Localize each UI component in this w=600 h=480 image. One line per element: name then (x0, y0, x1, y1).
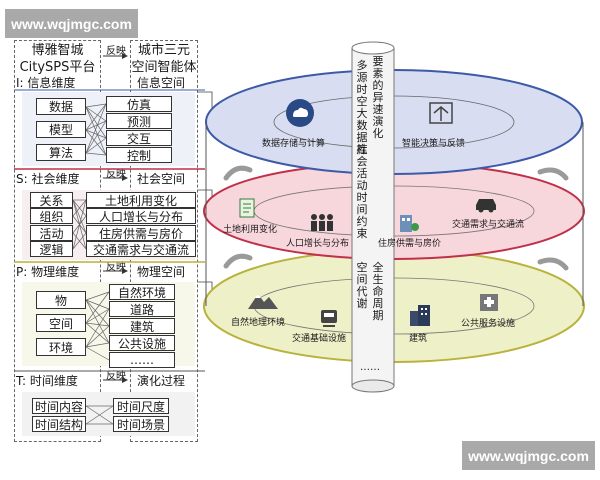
watermark-top: www.wqjmgc.com (5, 9, 138, 38)
time-left-item: 时间结构 (32, 416, 86, 432)
physical-right-item: 公共设施 (109, 335, 175, 351)
info-right-item: 仿真 (106, 96, 172, 112)
col1-title-line2: CitySPS平台 (19, 60, 96, 75)
info-left-item: 算法 (36, 144, 86, 161)
physical-right-item: …… (109, 352, 175, 368)
reflect-label-social: 反映 (106, 169, 126, 180)
social-space-label: 社会空间 (137, 172, 186, 186)
social-left-item: 组织 (30, 208, 73, 224)
housing-price-icon (400, 215, 419, 232)
watermark-bottom: www.wqjmgc.com (462, 441, 595, 470)
pillar-text-lifecycle: 全生命周期 (372, 261, 384, 322)
physical-right-item: 道路 (109, 301, 175, 317)
pillar-ellipsis: …… (360, 362, 380, 373)
physical-dimension-label: P: 物理维度 (16, 265, 80, 279)
physical-layer-label: 建筑 (409, 334, 428, 344)
pillar-text-async-evolution: 要素的异速演化 (372, 55, 384, 140)
col2-title-line1: 城市三元 (137, 43, 190, 58)
physical-left-item: 环境 (36, 338, 86, 356)
physical-left-item: 物 (36, 291, 86, 309)
land-document-icon (239, 198, 255, 218)
time-left-item: 时间内容 (32, 398, 86, 414)
social-right-item: 住房供需与房价 (86, 225, 196, 241)
reflect-label-time: 反映 (106, 371, 126, 382)
info-layer-label: 智能决策与反馈 (402, 139, 466, 149)
physical-layer-label: 自然地理环境 (231, 318, 286, 328)
time-right-item: 时间场景 (113, 416, 169, 432)
physical-layer-label: 公共服务设施 (461, 319, 516, 329)
public-hospital-icon (480, 294, 498, 311)
evolution-process-label: 演化过程 (137, 374, 186, 388)
info-left-item: 模型 (36, 121, 86, 138)
info-right-item: 控制 (106, 147, 172, 163)
reflect-label-physical: 反映 (106, 262, 126, 273)
info-layer-label: 数据存储与计算 (262, 139, 326, 149)
car-icon (476, 199, 496, 213)
info-right-item: 预测 (106, 113, 172, 129)
population-icon (311, 214, 333, 231)
social-right-item: 人口增长与分布 (86, 208, 196, 224)
physical-layer-label: 交通基础设施 (292, 334, 347, 344)
building-icon (410, 305, 430, 326)
physical-space-label: 物理空间 (137, 265, 186, 279)
social-left-item: 逻辑 (30, 241, 73, 257)
reflect-label-top: 反映 (106, 46, 126, 57)
social-layer-label: 住房供需与房价 (378, 239, 442, 249)
col1-title-line1: 博雅智城 (31, 43, 84, 58)
cloud-database-icon (286, 99, 314, 127)
info-right-item: 交互 (106, 130, 172, 146)
time-right-item: 时间尺度 (113, 398, 169, 414)
info-dimension-label: I: 信息维度 (16, 76, 76, 90)
pillar-text-metabolism: 空间代谢 (356, 261, 368, 310)
info-space-label: 信息空间 (137, 76, 186, 90)
pillar-text-database: 多源时空大数据库 (356, 59, 368, 156)
social-layer-label: 土地利用变化 (223, 225, 278, 235)
social-layer-label: 交通需求与交通流 (452, 220, 525, 230)
physical-right-item: 自然环境 (109, 284, 175, 300)
time-dimension-label: T: 时间维度 (16, 374, 78, 388)
pillar-text-time-constraint: 社会活动时间约束 (356, 143, 368, 240)
col1-title: 博雅智城 CitySPS平台 (14, 42, 101, 76)
social-left-item: 关系 (30, 192, 73, 208)
col2-title-line2: 空间智能体 (131, 60, 197, 75)
physical-left-item: 空间 (36, 314, 86, 332)
social-right-item: 土地利用变化 (86, 192, 196, 208)
train-icon (321, 310, 337, 327)
physical-right-item: 建筑 (109, 318, 175, 334)
social-right-item: 交通需求与交通流 (86, 241, 196, 257)
social-left-item: 活动 (30, 225, 73, 241)
col2-title: 城市三元 空间智能体 (130, 42, 198, 76)
social-layer-label: 人口增长与分布 (286, 239, 350, 249)
info-left-item: 数据 (36, 98, 86, 115)
social-dimension-label: S: 社会维度 (16, 172, 80, 186)
decision-cycle-icon (429, 102, 453, 124)
mountain-icon (248, 294, 278, 309)
